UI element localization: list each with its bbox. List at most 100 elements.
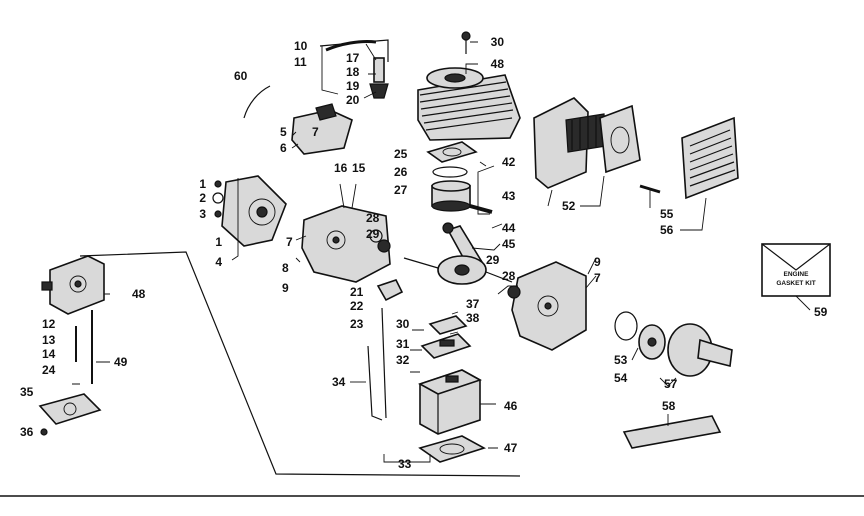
label-34: 34: [332, 375, 346, 389]
gasket-kit-line2: GASKET KIT: [776, 280, 815, 287]
leader-lines: [72, 41, 811, 463]
throttle-cable-34: [367, 345, 383, 421]
air-filter-cover: [681, 116, 739, 200]
label-31: 31: [396, 337, 410, 351]
label-48a: 48: [491, 57, 505, 71]
label-8: 8: [282, 261, 289, 275]
cylinder: [417, 67, 521, 141]
label-3: 3: [199, 207, 206, 221]
label-44: 44: [502, 221, 516, 235]
tank-gasket: [418, 435, 487, 463]
label-17: 17: [346, 51, 360, 65]
label-43: 43: [502, 189, 516, 203]
clutch-drum: [667, 323, 733, 377]
piston: [431, 180, 471, 212]
label-7b: 7: [286, 235, 293, 249]
label-38: 38: [466, 311, 480, 325]
label-1: 1: [199, 177, 206, 191]
label-4: 4: [215, 255, 222, 269]
label-25: 25: [394, 147, 408, 161]
screw-1: [214, 180, 222, 188]
label-59: 59: [814, 305, 828, 319]
label-33: 33: [398, 457, 412, 471]
label-1b: 1: [215, 235, 222, 249]
fuel-line-23: [381, 307, 387, 419]
label-42: 42: [502, 155, 516, 169]
label-36: 36: [20, 425, 34, 439]
label-19: 19: [346, 79, 360, 93]
clutch-plate-53: [614, 311, 638, 341]
label-27: 27: [394, 183, 408, 197]
clip-60: [243, 85, 271, 119]
label-60: 60: [234, 69, 248, 83]
label-30b: 30: [396, 317, 410, 331]
piston-ring: [432, 166, 468, 178]
label-9b: 9: [594, 255, 601, 269]
label-32: 32: [396, 353, 410, 367]
carb-gasket: [38, 393, 102, 425]
label-7a: 7: [312, 125, 319, 139]
gasket-kit-envelope: ENGINE GASKET KIT: [761, 243, 831, 297]
spark-plug-lead: [319, 39, 389, 62]
label-48b: 48: [132, 287, 146, 301]
label-13: 13: [42, 333, 56, 347]
reed-valve: [420, 315, 472, 359]
crankshaft: [403, 225, 513, 285]
label-53: 53: [614, 353, 628, 367]
label-29a: 29: [486, 253, 500, 267]
label-35: 35: [20, 385, 34, 399]
label-21: 21: [350, 285, 364, 299]
crank-bearing: [442, 222, 454, 234]
label-54: 54: [614, 371, 628, 385]
label-28b: 28: [366, 211, 380, 225]
seal-right: [507, 285, 521, 299]
cylinder-gasket: [426, 141, 478, 163]
label-18: 18: [346, 65, 360, 79]
label-29b: 29: [366, 227, 380, 241]
washer-2: [212, 192, 224, 204]
label-2: 2: [199, 191, 206, 205]
screw-36: [40, 428, 48, 436]
label-24: 24: [42, 363, 56, 377]
part-22: [376, 279, 404, 302]
screw-3: [214, 210, 222, 218]
label-45: 45: [502, 237, 516, 251]
seal-29: [377, 239, 391, 253]
ignition-module: [291, 103, 353, 155]
label-37: 37: [466, 297, 480, 311]
label-57: 57: [664, 377, 678, 391]
fuel-tank: [418, 369, 482, 435]
seal-28: [369, 229, 383, 243]
label-49: 49: [114, 355, 128, 369]
piston-pin: [469, 204, 493, 214]
part-labels: 1 2 3 1 4 10 11 17 18 19 20 60 5 6 7 30 …: [20, 35, 828, 471]
filter-screw: [639, 184, 661, 194]
label-23: 23: [350, 317, 364, 331]
cylinder-bolt: [461, 31, 471, 54]
label-28a: 28: [502, 269, 516, 283]
spark-plug: [369, 57, 389, 99]
label-6: 6: [280, 141, 287, 155]
label-46: 46: [504, 399, 518, 413]
label-56a: 56: [660, 223, 674, 237]
clutch-shoe: [638, 324, 666, 360]
label-15: 15: [352, 161, 366, 175]
crankcase-right: [511, 261, 587, 351]
label-9a: 9: [282, 281, 289, 295]
label-12: 12: [42, 317, 56, 331]
label-14: 14: [42, 347, 56, 361]
label-58: 58: [662, 399, 676, 413]
label-7c: 7: [594, 271, 601, 285]
label-5: 5: [280, 125, 287, 139]
muffler: [533, 97, 641, 189]
label-10: 10: [294, 39, 308, 53]
crankcase-left: [301, 205, 391, 283]
label-11: 11: [294, 55, 307, 69]
label-52: 52: [562, 199, 576, 213]
label-30: 30: [491, 35, 505, 49]
label-22: 22: [350, 299, 364, 313]
fuel-line-loop: [79, 251, 521, 477]
label-16: 16: [334, 161, 348, 175]
flywheel-housing: [221, 175, 287, 247]
